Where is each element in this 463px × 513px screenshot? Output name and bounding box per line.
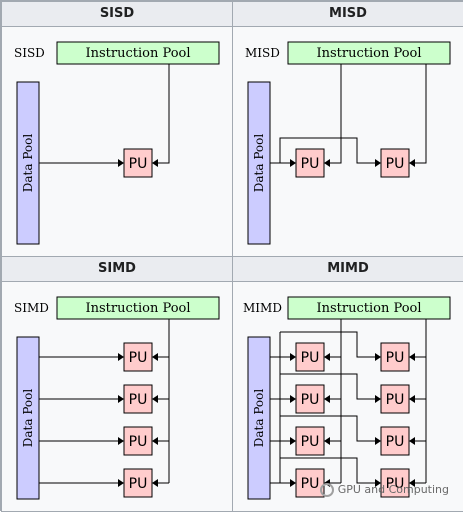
data-pool-label: Data Pool [21,134,35,193]
mimd-label: MIMD [243,301,282,315]
instruction-pool-box [56,296,220,320]
sisd-arrowheads [118,159,158,167]
processing-unit [123,468,153,498]
instruction-pool-label: Instruction Pool [85,46,190,61]
processing-unit [295,426,325,456]
instruction-pool-label: Instruction Pool [316,46,421,61]
data-pool-label: Data Pool [21,389,35,448]
data-pool-label: Data Pool [252,134,266,193]
mimd-panel: MIMD MIMD Instruction Pool Data Pool PU … [232,256,463,512]
pu-label: PU [129,434,148,450]
pu-label: PU [386,156,405,172]
sisd-panel: SISD SISD Instruction Pool Data Pool PU [1,1,233,257]
simd-header: SIMD [2,257,232,282]
wechat-icon [319,483,334,497]
processing-unit [380,468,410,498]
processing-unit [295,342,325,372]
mimd-connectors [270,319,427,484]
pu-label: PU [301,392,320,408]
pu-label: PU [301,156,320,172]
processing-unit [295,384,325,414]
processing-unit [295,468,325,498]
pu-label: PU [301,476,320,492]
data-pool-label: Data Pool [252,389,266,448]
processing-unit [123,426,153,456]
instruction-pool-box [287,296,451,320]
sisd-header: SISD [2,2,232,27]
pu-label: PU [301,350,320,366]
misd-diagram: MISD Instruction Pool Data Pool PU PU [245,41,451,245]
pu-label: PU [129,156,148,172]
simd-label: SIMD [14,301,49,315]
misd-label: MISD [245,46,280,60]
pu-label: PU [386,434,405,450]
sisd-connectors [39,64,170,164]
misd-connectors [270,64,427,164]
instruction-pool-box [56,41,220,65]
simd-connectors [39,319,170,484]
simd-diagram: SIMD Instruction Pool Data Pool PU PU PU… [14,296,220,500]
misd-header: MISD [233,2,463,27]
sisd-label: SISD [14,46,45,60]
instruction-pool-box [287,41,451,65]
mimd-arrowheads [290,353,415,487]
sisd-diagram: SISD Instruction Pool Data Pool PU [14,41,220,245]
processing-unit [123,148,153,178]
pu-label: PU [386,350,405,366]
data-pool-box [16,336,40,500]
mimd-pu-grid: PU PU PU PU PU PU PU PU [295,342,410,498]
pu-label: PU [129,350,148,366]
pu-label: PU [129,392,148,408]
instruction-pool-label: Instruction Pool [316,301,421,316]
watermark: GPU and Computing [319,483,449,497]
mimd-diagram: MIMD Instruction Pool Data Pool PU PU PU… [243,296,451,500]
simd-panel: SIMD SIMD Instruction Pool Data Pool PU … [1,256,233,512]
misd-panel: MISD MISD Instruction Pool Data Pool PU … [232,1,463,257]
pu-label: PU [301,434,320,450]
pu-label: PU [129,476,148,492]
mimd-header: MIMD [233,257,463,282]
data-pool-box [247,336,271,500]
processing-unit [380,384,410,414]
processing-unit [380,148,410,178]
instruction-pool-label: Instruction Pool [85,301,190,316]
pu-label: PU [386,392,405,408]
watermark-text: GPU and Computing [337,483,449,496]
misd-arrowheads [290,159,415,167]
simd-arrowheads [118,353,158,487]
pu-label: PU [386,476,405,492]
